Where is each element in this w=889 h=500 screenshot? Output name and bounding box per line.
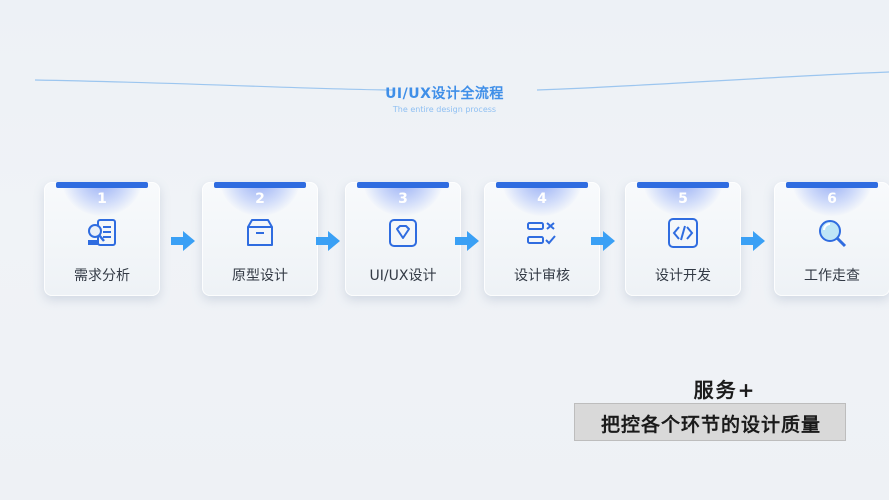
card-tab <box>56 182 148 188</box>
card-tab <box>786 182 878 188</box>
page-title: UI/UX设计全流程 <box>385 86 504 102</box>
prototype-box-icon <box>247 219 273 246</box>
step-number: 1 <box>97 191 107 207</box>
step-number: 6 <box>827 191 837 207</box>
step-label: 工作走查 <box>804 268 860 284</box>
step-card-walkthrough: 6 工作走查 <box>774 182 889 296</box>
arrow-right-icon <box>741 231 765 251</box>
step-card-analysis: 1 需求分析 <box>44 182 160 296</box>
arrow-right-icon <box>171 231 195 251</box>
service-caption-title: 服务+ <box>693 378 757 402</box>
code-icon <box>668 218 698 248</box>
step-label: 设计审核 <box>514 268 570 284</box>
arrow-right-icon <box>316 231 340 251</box>
step-number: 4 <box>537 191 547 207</box>
step-label: UI/UX设计 <box>369 268 437 284</box>
analysis-icon <box>88 219 116 246</box>
step-number: 2 <box>255 191 265 207</box>
step-label: 需求分析 <box>74 268 130 284</box>
step-card-development: 5 设计开发 <box>625 182 741 296</box>
review-checklist-icon <box>527 222 556 245</box>
step-card-ui-ux-design: 3 UI/UX设计 <box>345 182 461 296</box>
service-caption-box: 把控各个环节的设计质量 <box>574 403 846 441</box>
card-tab <box>357 182 449 188</box>
arrow-right-icon <box>455 231 479 251</box>
step-label: 设计开发 <box>655 268 711 284</box>
step-label: 原型设计 <box>232 268 288 284</box>
card-tab <box>637 182 729 188</box>
step-number: 5 <box>678 191 688 207</box>
card-tab <box>496 182 588 188</box>
design-diamond-icon <box>389 219 417 247</box>
arrow-right-icon <box>591 231 615 251</box>
step-card-review: 4 设计审核 <box>484 182 600 296</box>
header-decorative-line <box>34 71 889 91</box>
magnifier-icon <box>819 220 847 248</box>
page-subtitle: The entire design process <box>392 105 497 114</box>
step-number: 3 <box>398 191 408 207</box>
card-tab <box>214 182 306 188</box>
step-card-prototype: 2 原型设计 <box>202 182 318 296</box>
service-caption-text: 把控各个环节的设计质量 <box>600 414 821 436</box>
